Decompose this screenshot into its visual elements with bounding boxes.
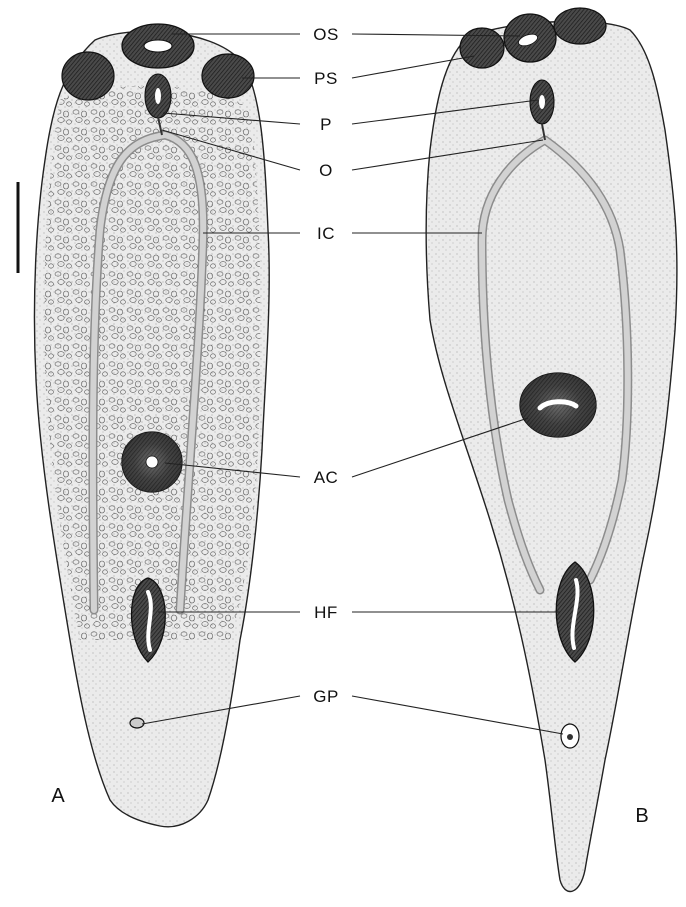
acetabulum-a (122, 432, 182, 492)
posterolateral-sucker-b-right (554, 8, 606, 44)
pharynx-a (145, 74, 171, 118)
oral-sucker-b (504, 14, 556, 62)
pharynx-b (530, 80, 554, 124)
label-p: P (320, 115, 332, 134)
genital-pore-b (561, 724, 579, 748)
posterolateral-sucker-a-right (202, 54, 254, 98)
specimen-b (426, 8, 677, 891)
genital-pore-a (130, 718, 144, 728)
leader-gp-b (352, 696, 563, 734)
posterolateral-sucker-b-left (460, 28, 504, 68)
oral-sucker-a (122, 24, 194, 68)
acetabulum-b (520, 373, 596, 437)
label-o: O (319, 161, 333, 180)
label-hf: HF (314, 603, 338, 622)
label-os: OS (313, 25, 339, 44)
label-ac: AC (314, 468, 339, 487)
specimen-a (34, 24, 269, 827)
label-ic: IC (317, 224, 335, 243)
label-ps: PS (314, 69, 338, 88)
posterolateral-sucker-a-left (62, 52, 114, 100)
panel-label-b: B (635, 805, 648, 827)
label-gp: GP (313, 687, 339, 706)
panel-label-a: A (51, 785, 65, 807)
vitelline-region-a (44, 86, 260, 640)
